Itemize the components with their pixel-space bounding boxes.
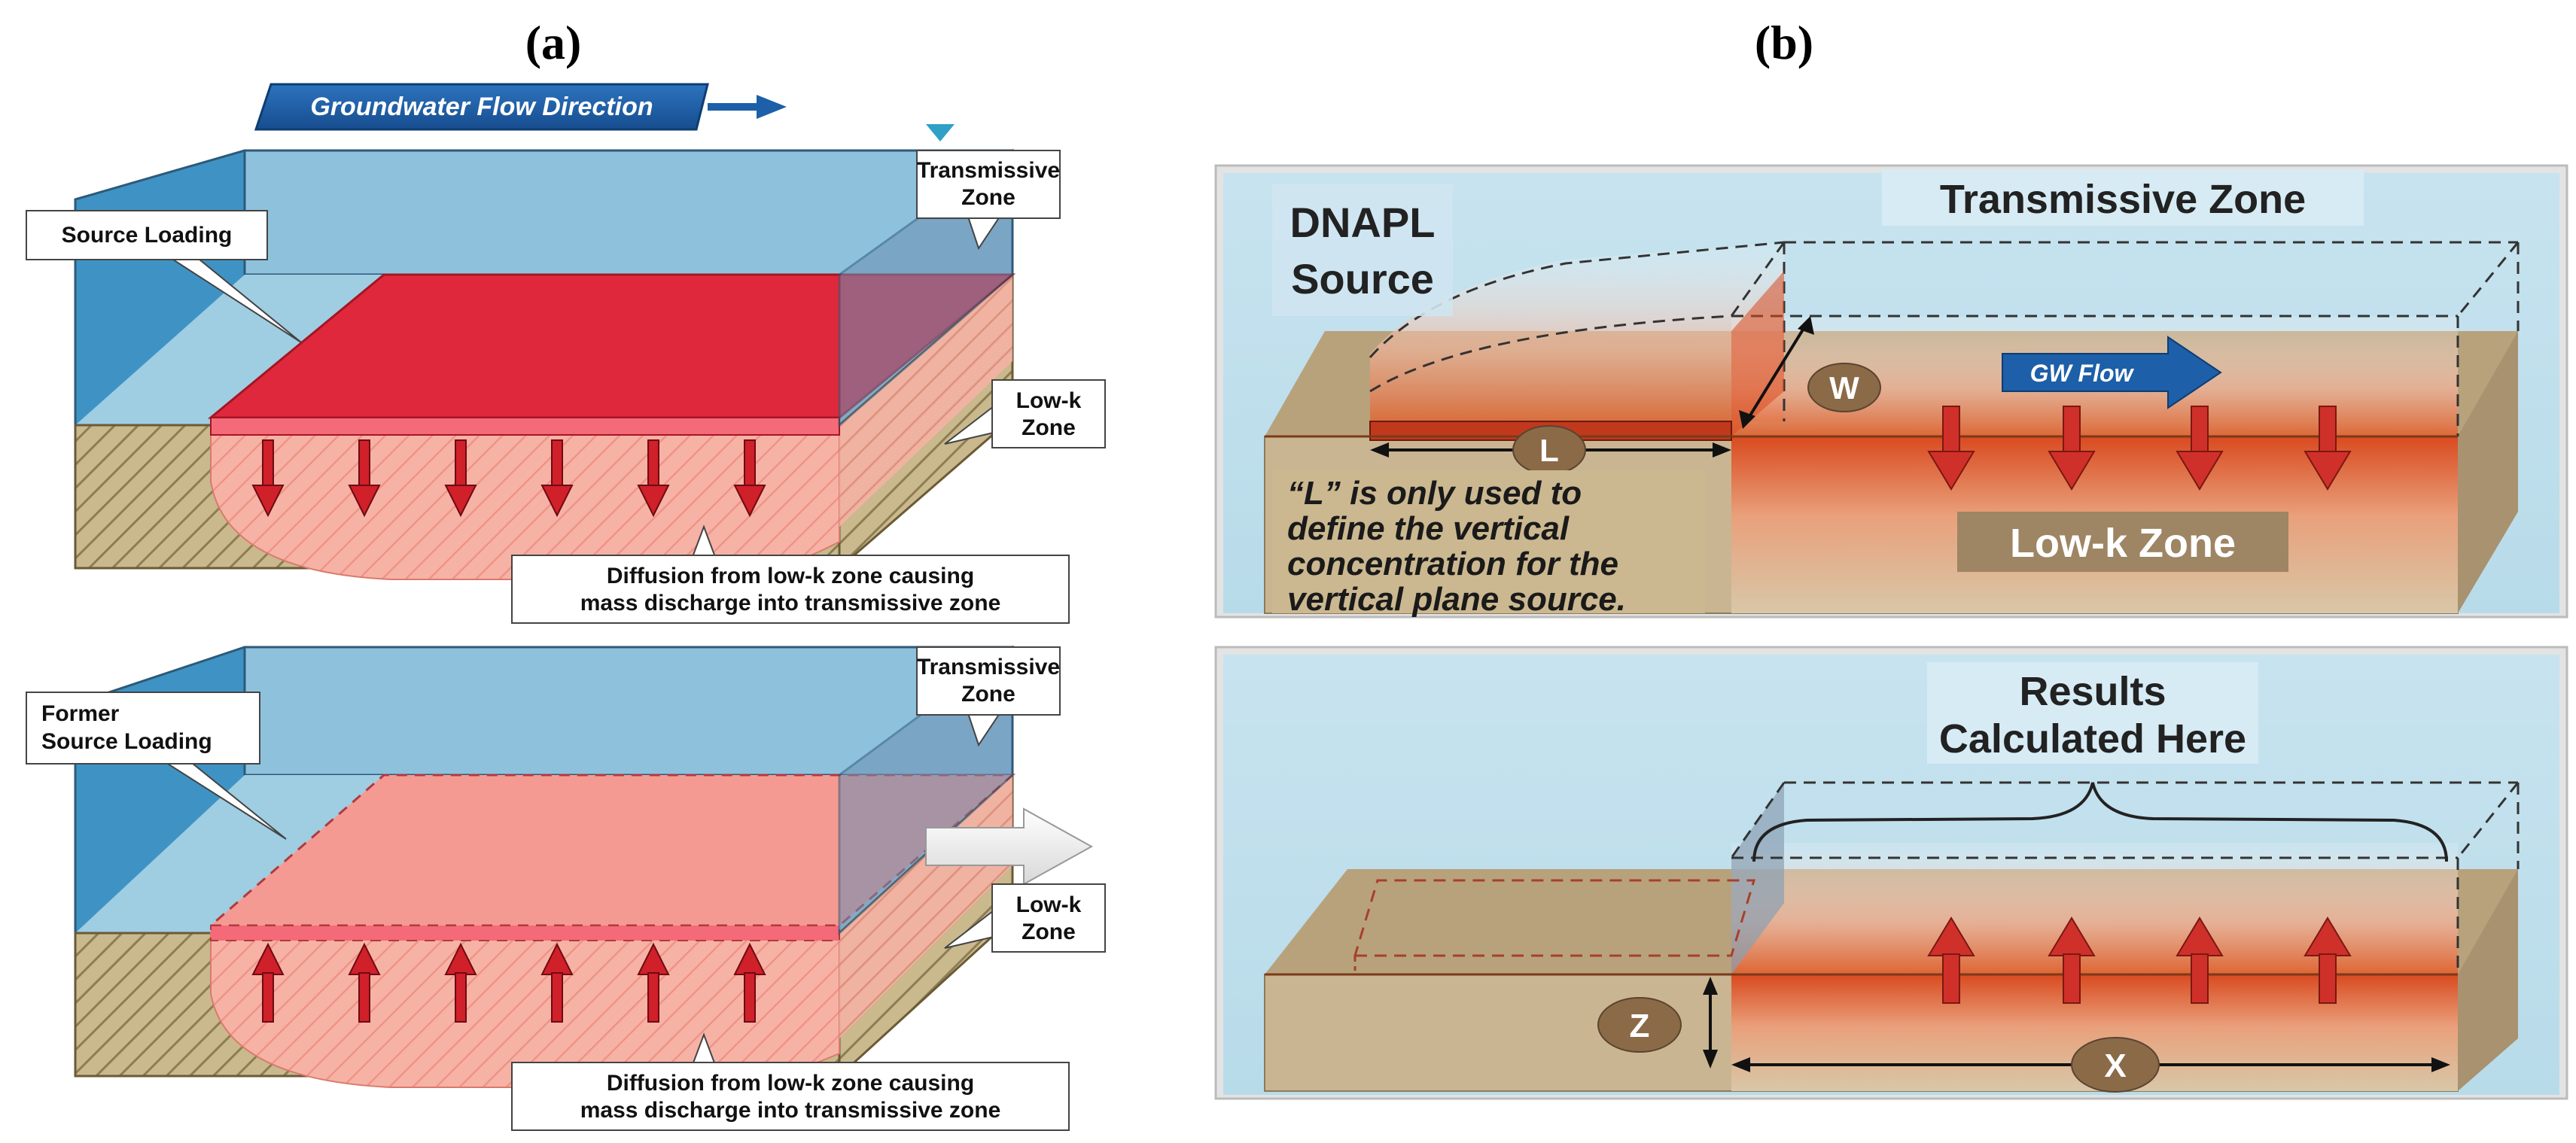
down-arrow-icon [2048,406,2096,491]
results-dashed-box [1730,781,2520,974]
results-label-line-1: Results [2019,669,2166,714]
svg-text:Source Loading: Source Loading [41,729,212,754]
svg-text:Low-k: Low-k [1016,892,1082,917]
x-label: X [2104,1047,2126,1084]
l-label: L [1539,433,1559,468]
l-note-line-4: vertical plane source. [1287,581,1626,618]
down-arrow-icon [733,439,766,518]
results-brace [1752,782,2448,862]
discharge-arrow-icon [925,807,1094,886]
panel-b-letter: (b) [1755,16,1813,69]
b-upward-arrows [1927,917,2352,1004]
lowk-callout-bottom: Low-k Zone [944,883,1106,953]
diffusion-callout-top: Diffusion from low-k zone causing mass d… [511,524,1070,624]
downward-diffusion-arrows [251,439,766,518]
svg-text:Zone: Zone [961,185,1015,210]
svg-text:Zone: Zone [1022,920,1076,944]
z-label: Z [1630,1008,1650,1044]
up-arrow-icon [637,942,670,1023]
down-arrow-icon [2176,406,2224,491]
l-note-line-2: define the vertical [1287,510,1570,547]
svg-text:Former: Former [41,701,120,726]
svg-text:Transmissive: Transmissive [917,655,1060,679]
b-downward-arrows [1927,406,2352,491]
up-arrow-icon [348,942,381,1023]
upward-diffusion-arrows [251,942,766,1023]
svg-text:Transmissive: Transmissive [917,158,1060,183]
panel-b-bottom-diagram: Results Calculated Here Z X [1214,646,2568,1100]
transmissive-callout-top: Transmissive Zone [916,150,1061,251]
panel-a-bottom-diagram: Former Source Loading Transmissive Zone … [26,645,1106,1131]
svg-text:Diffusion from low-k zone caus: Diffusion from low-k zone causing [607,564,974,588]
former-source-callout: Former Source Loading [26,692,287,840]
up-arrow-icon [2303,917,2352,1004]
l-note-line-1: “L” is only used to [1287,475,1582,512]
dnapl-label: DNAPL [1290,199,1436,246]
down-arrow-icon [540,439,574,518]
w-label: W [1829,370,1859,406]
svg-text:Diffusion from low-k zone caus: Diffusion from low-k zone causing [607,1071,974,1096]
panel-a-letter: (a) [525,16,582,69]
source-loading-label: Source Loading [62,223,233,248]
down-arrow-icon [444,439,477,518]
water-table-marker-icon [926,124,955,141]
panel-a-top-diagram: Groundwater Flow Direction [26,83,1106,624]
down-arrow-icon [251,439,285,518]
x-badge [2071,1037,2160,1093]
source-label: Source [1291,255,1434,302]
diffusion-callout-bottom: Diffusion from low-k zone causing mass d… [511,1032,1070,1131]
results-label-line-2: Calculated Here [1939,716,2246,761]
former-dnapl-outline [1353,879,1756,957]
svg-text:Zone: Zone [1022,415,1076,440]
w-dimension-line [1745,322,1808,423]
up-arrow-icon [2048,917,2096,1004]
down-arrow-icon [1927,406,1975,491]
up-arrow-icon [444,942,477,1023]
panel-b-top-diagram: GW Flow W L DNAPL Source Transmissive Zo… [1214,164,2568,619]
up-arrow-icon [251,942,285,1023]
gw-flow-arrow: GW Flow [2002,336,2222,409]
flow-arrow-head [757,95,787,119]
svg-text:mass discharge into transmissi: mass discharge into transmissive zone [580,591,1001,616]
flow-banner-label: Groundwater Flow Direction [310,93,653,121]
up-arrow-icon [733,942,766,1023]
down-arrow-icon [348,439,381,518]
svg-text:mass discharge into transmissi: mass discharge into transmissive zone [580,1098,1001,1123]
up-arrow-icon [1927,917,1975,1004]
up-arrow-icon [2176,917,2224,1004]
lowk-callout-top: Low-k Zone [944,379,1106,448]
source-loading-callout: Source Loading [26,210,302,343]
groundwater-flow-banner: Groundwater Flow Direction [254,83,787,131]
plume-dashed-box [1369,241,2520,436]
w-badge [1807,363,1881,412]
up-arrow-icon [540,942,574,1023]
svg-text:Low-k: Low-k [1016,388,1082,413]
l-note-line-3: concentration for the [1287,546,1618,582]
down-arrow-icon [637,439,670,518]
z-badge [1597,997,1682,1053]
source-slab-front [210,417,840,436]
gw-flow-label: GW Flow [2030,360,2135,387]
lowk-zone-label: Low-k Zone [2010,521,2236,566]
down-arrow-icon [2303,406,2352,491]
transmissive-zone-label: Transmissive Zone [1940,177,2306,222]
svg-text:Zone: Zone [961,682,1015,707]
transmissive-callout-bottom: Transmissive Zone [916,646,1061,747]
